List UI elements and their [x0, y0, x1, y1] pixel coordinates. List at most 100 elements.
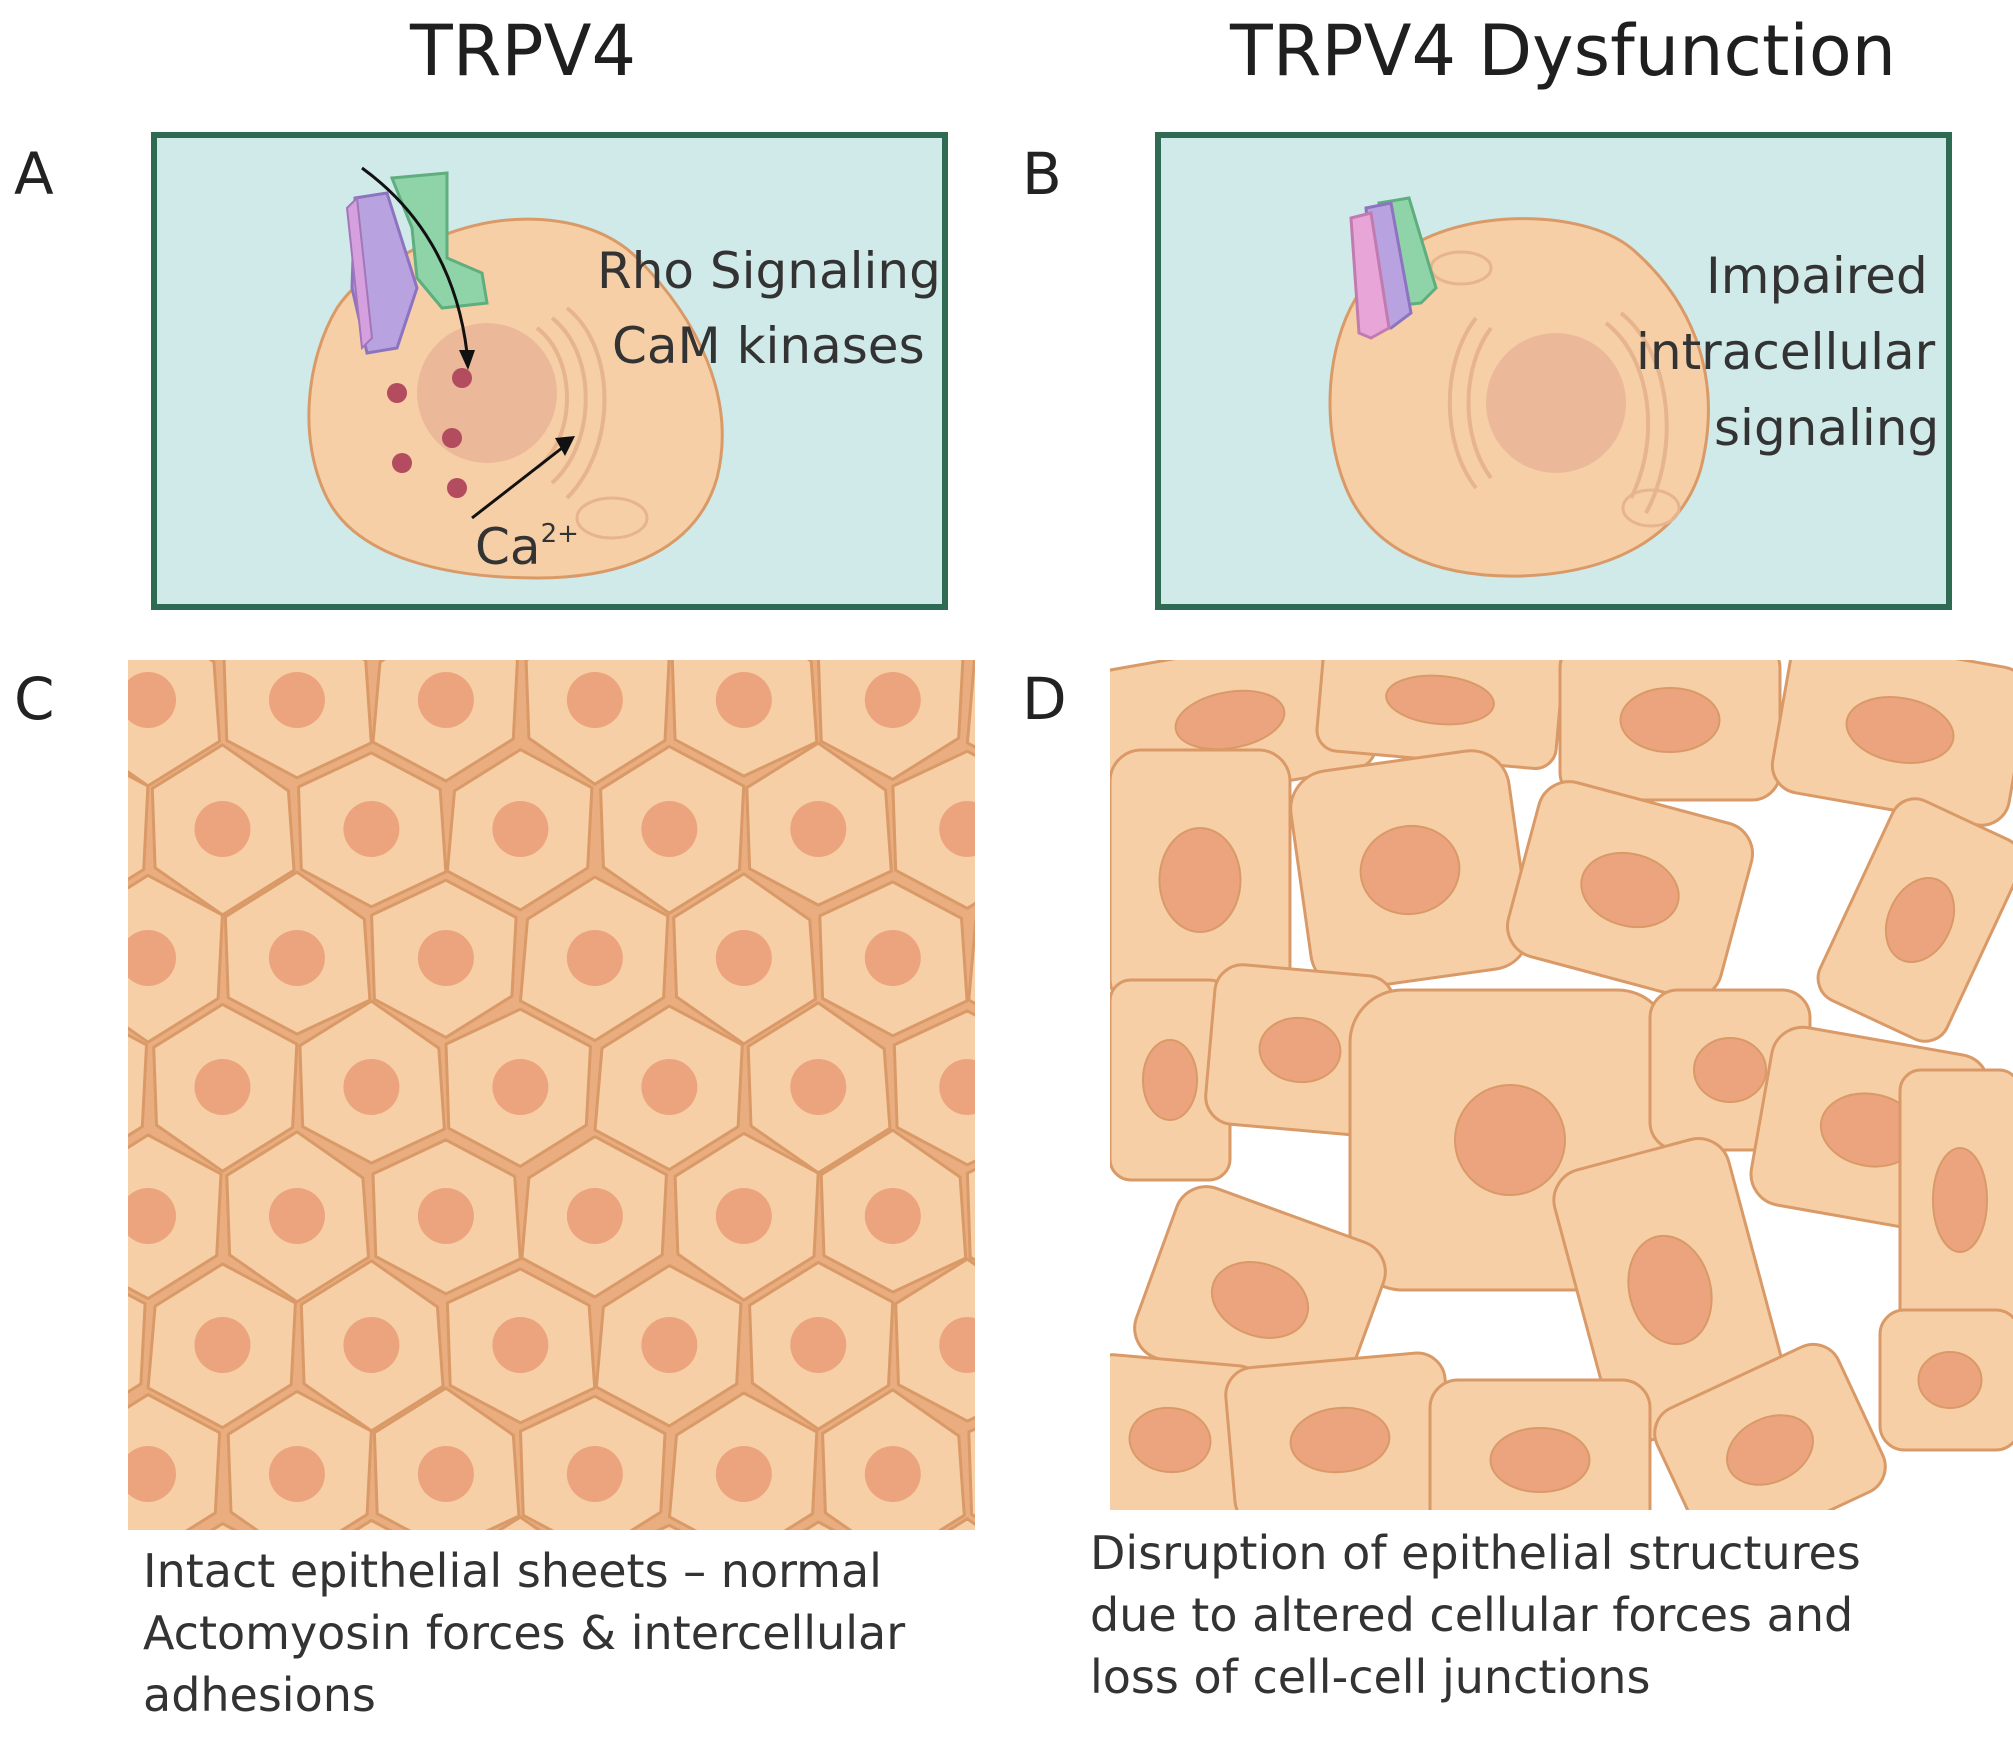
title-trpv4-dysfunction: TRPV4 Dysfunction	[1230, 10, 1897, 92]
cell-nucleus	[128, 1446, 176, 1502]
cell-nucleus	[1174, 689, 1286, 751]
cell-nucleus	[566, 1446, 623, 1502]
panel-letter-a: A	[14, 140, 54, 208]
trpv4-channel-icon	[345, 171, 489, 355]
panel-a-cell-illustration	[307, 166, 724, 580]
cell-nucleus	[128, 930, 176, 986]
disrupted-cell	[1506, 780, 1754, 1000]
cell-nucleus	[641, 1317, 698, 1373]
cell-nucleus	[715, 1188, 772, 1244]
cell-nucleus	[268, 1446, 325, 1502]
panel-b-cell-illustration	[1328, 196, 1710, 578]
cell-nucleus	[343, 1059, 400, 1115]
epithelial-cell	[967, 1427, 975, 1519]
calcium-symbol: Ca	[475, 518, 541, 576]
epithelial-cell	[128, 1292, 147, 1394]
epithelial-cell	[353, 1518, 393, 1530]
cell-nucleus	[566, 930, 623, 986]
calcium-dot	[452, 368, 472, 388]
caption-c-line-2: Actomyosin forces & intercellular	[143, 1606, 906, 1660]
caption-c-line-1: Intact epithelial sheets – normal	[143, 1544, 882, 1598]
cell-nucleus	[492, 1317, 549, 1373]
panel-a-box: Rho Signaling CaM kinases Ca2+	[151, 132, 948, 610]
cell-nucleus	[194, 1317, 251, 1373]
cell-nucleus	[641, 1059, 698, 1115]
cell-nucleus	[1917, 1351, 1983, 1409]
calcium-dot	[392, 453, 412, 473]
disrupted-cell	[1110, 1353, 1266, 1510]
caption-c-line-3: adhesions	[143, 1668, 376, 1722]
disrupted-cell	[1110, 978, 1232, 1182]
cell-nucleus	[492, 1059, 549, 1115]
disrupted-epithelial-sheet	[1110, 660, 2013, 1510]
disrupted-cell	[1289, 749, 1531, 991]
cell-nucleus	[1580, 851, 1680, 929]
cell-nucleus	[343, 1317, 400, 1373]
epithelial-cell	[128, 773, 150, 882]
epithelial-cell	[209, 1522, 238, 1530]
panel-letter-b: B	[1022, 140, 1062, 208]
cell-nucleus	[939, 1317, 975, 1373]
cell-nucleus	[128, 1188, 176, 1244]
cell-nucleus	[1142, 1039, 1198, 1121]
calcium-dot	[442, 428, 462, 448]
disrupted-cell	[1816, 797, 2013, 1043]
cell-nucleus	[790, 801, 847, 857]
epithelial-cell	[967, 918, 975, 1006]
trpv4-channel-icon	[1349, 196, 1438, 340]
intact-epithelial-sheet	[128, 660, 975, 1530]
cell-nucleus	[1128, 1406, 1212, 1474]
cell-nucleus	[864, 672, 921, 728]
cell-nucleus	[1845, 696, 1955, 764]
panel-d-disrupted-tissue	[1110, 660, 2013, 1510]
panel-a-calcium-label: Ca2+	[475, 496, 579, 585]
disrupted-cell	[1770, 660, 2013, 827]
cell-nucleus	[1932, 1147, 1988, 1253]
cell-nucleus	[1385, 674, 1495, 726]
epithelial-cell	[894, 1257, 975, 1423]
panel-a-signal-rho: Rho Signaling	[597, 242, 941, 300]
cell-nucleus	[128, 672, 176, 728]
disrupted-cell	[1224, 1351, 1456, 1510]
cell-nucleus	[1489, 1427, 1591, 1493]
caption-d-line-3: loss of cell-cell junctions	[1090, 1650, 1651, 1704]
epithelial-cell	[496, 1515, 542, 1530]
cell-nucleus	[268, 1188, 325, 1244]
cell-nucleus	[790, 1317, 847, 1373]
cell-nucleus	[864, 1188, 921, 1244]
disrupted-cell	[1133, 1185, 1387, 1415]
cell-nucleus	[864, 930, 921, 986]
cell-nucleus	[715, 672, 772, 728]
cell-nucleus	[939, 1059, 975, 1115]
caption-d-line-1: Disruption of epithelial structures	[1090, 1526, 1861, 1580]
panel-b-line-3: signaling	[1714, 399, 1940, 457]
epithelial-cell	[965, 660, 975, 749]
calcium-influx-arrow-icon	[361, 166, 469, 354]
cell-nucleus	[1289, 1406, 1391, 1474]
cell-nucleus	[864, 1446, 921, 1502]
cell-nucleus	[1258, 1016, 1342, 1084]
epithelial-cell	[965, 1167, 975, 1262]
cell-nucleus	[194, 801, 251, 857]
cell-nucleus	[566, 1188, 623, 1244]
cell-nucleus	[715, 1446, 772, 1502]
cell-nucleus	[1359, 824, 1461, 916]
disrupted-cell	[1315, 660, 1565, 770]
cell-nucleus	[1158, 827, 1242, 933]
cell-nucleus	[268, 672, 325, 728]
calcium-dot	[447, 478, 467, 498]
disrupted-cell	[1898, 1068, 2013, 1332]
epithelial-cell	[128, 1033, 148, 1138]
caption-d-line-2: due to altered cellular forces and	[1090, 1588, 1854, 1642]
panel-c-intact-tissue	[128, 660, 975, 1530]
calcium-dot	[387, 383, 407, 403]
cell-nucleus	[492, 801, 549, 857]
cell-nucleus	[194, 1059, 251, 1115]
disrupted-cell	[1110, 748, 1292, 1012]
title-trpv4: TRPV4	[410, 10, 637, 92]
panel-letter-c: C	[14, 665, 55, 733]
panel-a-signal-cam: CaM kinases	[612, 317, 925, 375]
cell-nucleus	[1619, 687, 1721, 753]
cell-nucleus	[417, 1188, 474, 1244]
panel-b-box: Impaired intracellular signaling	[1155, 132, 1952, 610]
